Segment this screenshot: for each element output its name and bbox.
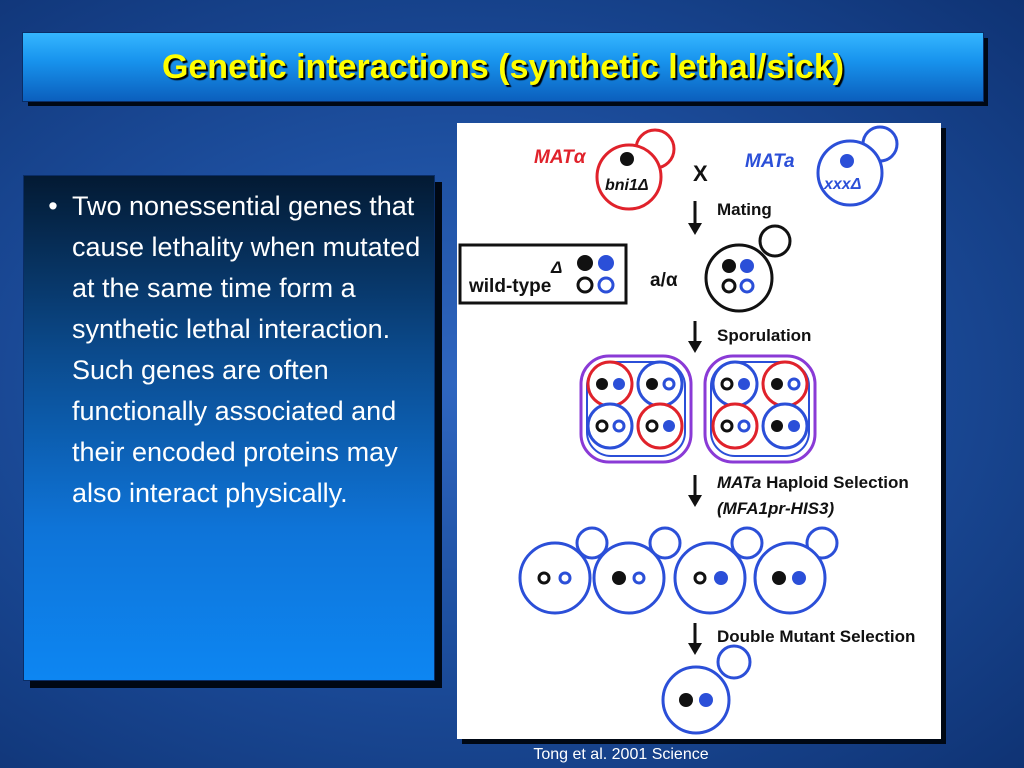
sporulation-label: Sporulation <box>717 326 811 345</box>
mfa-label: (MFA1pr-HIS3) <box>717 499 834 518</box>
tetrad-left <box>579 354 693 464</box>
delta-label: Δ <box>550 258 562 277</box>
haploid-cell-3 <box>673 526 764 615</box>
figure-citation: Tong et al. 2001 Science <box>533 746 709 763</box>
slide-title: Genetic interactions (synthetic lethal/s… <box>161 47 845 86</box>
xxx-label: xxxΔ <box>823 176 862 193</box>
mating-label: Mating <box>717 200 772 219</box>
bullet-dot-icon: • <box>48 191 58 221</box>
haploid-cell-4 <box>753 526 839 615</box>
double-mutant-arrow-icon <box>688 623 702 655</box>
wild-type-label: wild-type <box>468 276 551 297</box>
mat-alpha-cell: bni1Δ <box>595 128 676 211</box>
bni1-label: bni1Δ <box>605 177 649 194</box>
bullet-text: Two nonessential genes that cause lethal… <box>72 191 421 508</box>
diploid-cell <box>704 224 792 313</box>
haploid-selection-label: MATa Haploid Selection <box>717 473 909 492</box>
double-mutant-cell <box>661 644 752 735</box>
text-panel: • Two nonessential genes that cause leth… <box>23 175 435 681</box>
bullet-item: • Two nonessential genes that cause leth… <box>34 186 429 514</box>
double-mutant-label: Double Mutant Selection <box>717 627 915 646</box>
mat-a-label: MATa <box>745 151 795 172</box>
mating-arrow-icon <box>688 201 702 235</box>
mat-alpha-label: MATα <box>534 147 587 168</box>
haploid-cell-2 <box>592 526 682 615</box>
figure-diagram: bni1Δ MATα X MATa xxxΔ Mating wild-type … <box>458 125 915 735</box>
haploid-cell-1 <box>518 526 609 615</box>
genetic-screen-figure: bni1Δ MATα X MATa xxxΔ Mating wild-type … <box>457 123 941 739</box>
cross-label: X <box>693 161 708 186</box>
wild-type-legend: wild-type Δ <box>458 243 628 305</box>
haploid-selection-arrow-icon <box>688 475 702 507</box>
tetrad-right <box>703 354 817 464</box>
a-alpha-label: a/α <box>650 270 678 291</box>
sporulation-arrow-icon <box>688 321 702 353</box>
mat-a-cell: xxxΔ <box>816 125 899 207</box>
title-banner: Genetic interactions (synthetic lethal/s… <box>22 32 984 102</box>
